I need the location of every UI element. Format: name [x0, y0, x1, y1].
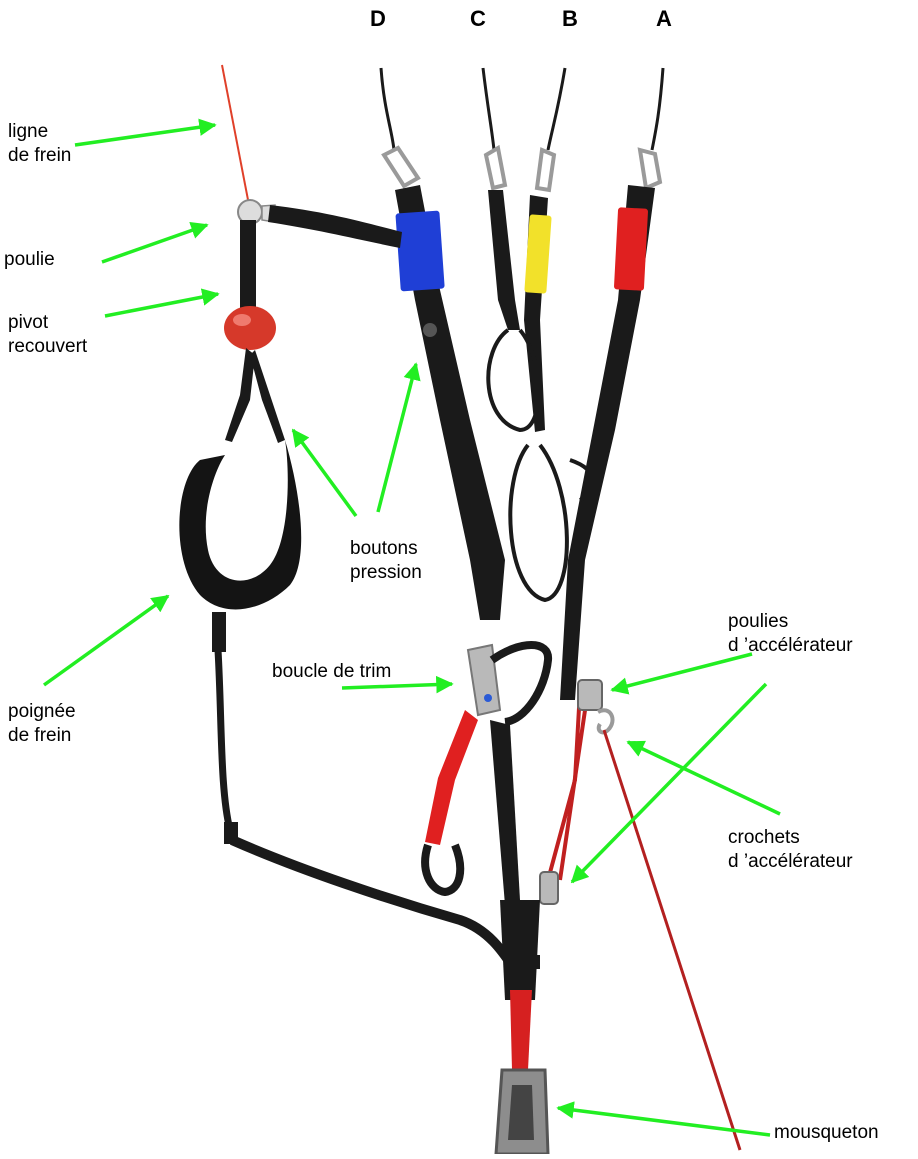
riser-a-red-sleeve	[614, 207, 648, 290]
covered-swivel	[224, 306, 276, 350]
riser-letter-a: A	[656, 6, 672, 32]
label-pulley: poulie	[4, 248, 55, 272]
maillons	[384, 148, 660, 190]
arrow-snap-buttons-2	[293, 430, 356, 516]
brake-handle-assembly	[179, 200, 515, 970]
label-carabiner: mousqueton	[774, 1121, 879, 1145]
arrow-speed-pulleys-1	[612, 654, 752, 690]
riser-c	[488, 190, 520, 330]
riser-letter-b: B	[562, 6, 578, 32]
label-trim-buckle: boucle de trim	[272, 660, 391, 684]
arrow-trim-buckle	[342, 684, 452, 688]
riser-letter-d: D	[370, 6, 386, 32]
riser-a	[560, 185, 655, 700]
brake-handle-pad	[179, 440, 301, 609]
arrow-brake-line	[75, 125, 215, 145]
speed-line	[604, 730, 740, 1150]
riser-letter-c: C	[470, 6, 486, 32]
riser-d-blue-sleeve	[395, 211, 444, 292]
speed-system	[540, 680, 740, 1150]
arrow-snap-buttons-1	[378, 364, 416, 512]
riser-top-lines	[381, 68, 663, 150]
riser-b-yellow-sleeve	[524, 214, 551, 293]
riser-bottom	[496, 900, 548, 1154]
brake-line	[222, 65, 249, 205]
snap-button	[423, 323, 437, 337]
arrow-carabiner	[558, 1108, 770, 1135]
speed-hook	[598, 710, 613, 732]
arrow-swivel	[105, 294, 218, 316]
arrow-pulley	[102, 225, 207, 262]
arrow-brake-handle	[44, 596, 168, 685]
speed-pulley-lower	[540, 872, 558, 904]
trim-strap	[425, 710, 478, 845]
speed-pulley-upper	[578, 680, 602, 710]
